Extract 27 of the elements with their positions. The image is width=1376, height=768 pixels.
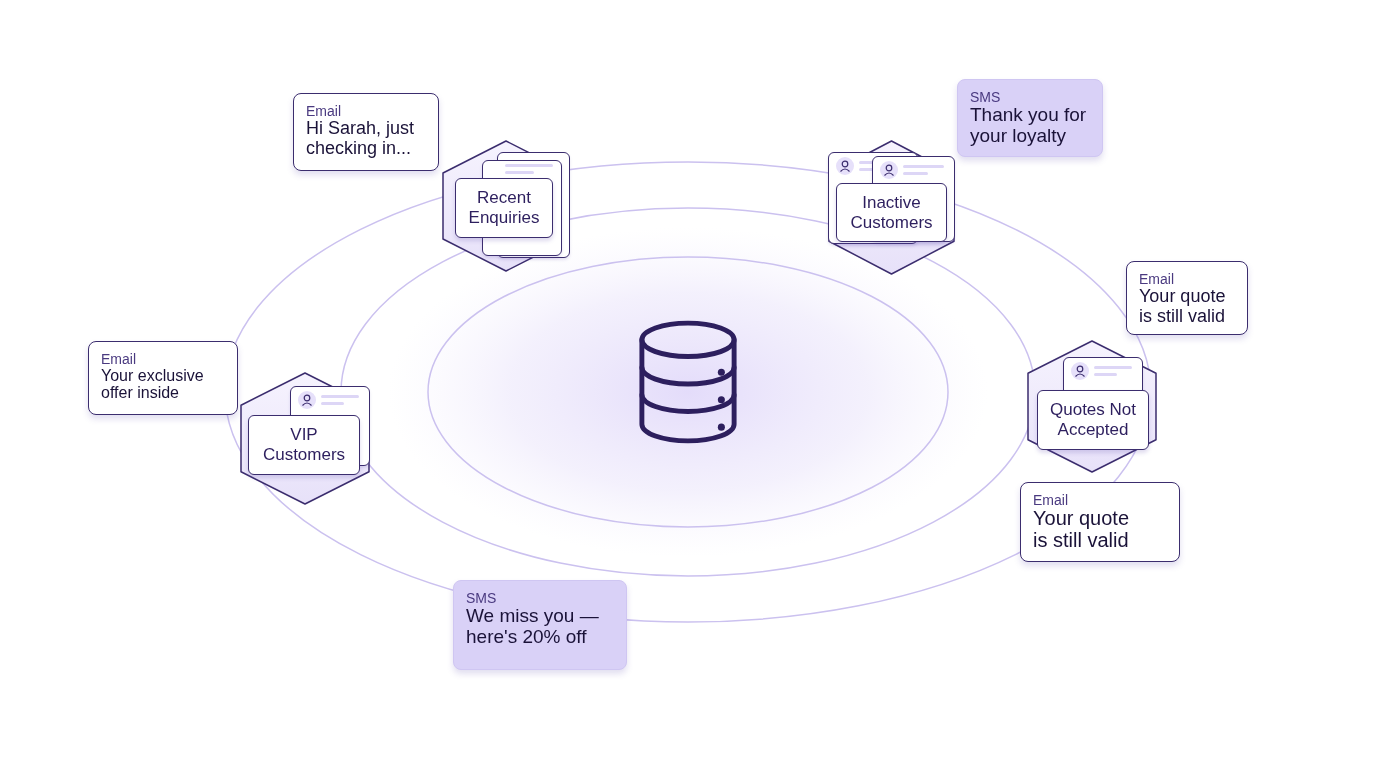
channel-label: Email	[1033, 492, 1069, 509]
message-card	[957, 79, 1103, 157]
segment-label: VIP Customers	[261, 425, 347, 465]
message-text: Thank you for your loyalty	[970, 105, 1088, 147]
hexagon-badge	[1027, 340, 1157, 473]
message-card	[293, 93, 439, 171]
channel-label: Email	[101, 351, 137, 368]
message-text: Your quote is still valid	[1139, 287, 1227, 326]
hexagon-badge	[828, 140, 955, 275]
message-text: Your exclusive offer inside	[101, 367, 205, 402]
message-card	[1126, 261, 1248, 335]
message-card	[453, 580, 627, 670]
hexagon-badge	[240, 372, 370, 505]
channel-label: SMS	[466, 590, 498, 607]
message-card	[88, 341, 238, 415]
channel-label: Email	[306, 103, 342, 120]
message-text: We miss you — here's 20% off	[466, 606, 600, 648]
message-text: Your quote is still valid	[1033, 508, 1130, 552]
channel-label: Email	[1139, 271, 1175, 288]
message-card	[1020, 482, 1180, 562]
channel-label: SMS	[970, 89, 1002, 106]
message-text: Hi Sarah, just checking in...	[306, 119, 416, 158]
segment-label: Quotes Not Accepted	[1049, 400, 1137, 440]
database-icon	[636, 319, 740, 445]
segment-label: Recent Enquiries	[467, 188, 541, 228]
hexagon-badge	[442, 140, 570, 272]
segment-label: Inactive Customers	[849, 192, 934, 233]
